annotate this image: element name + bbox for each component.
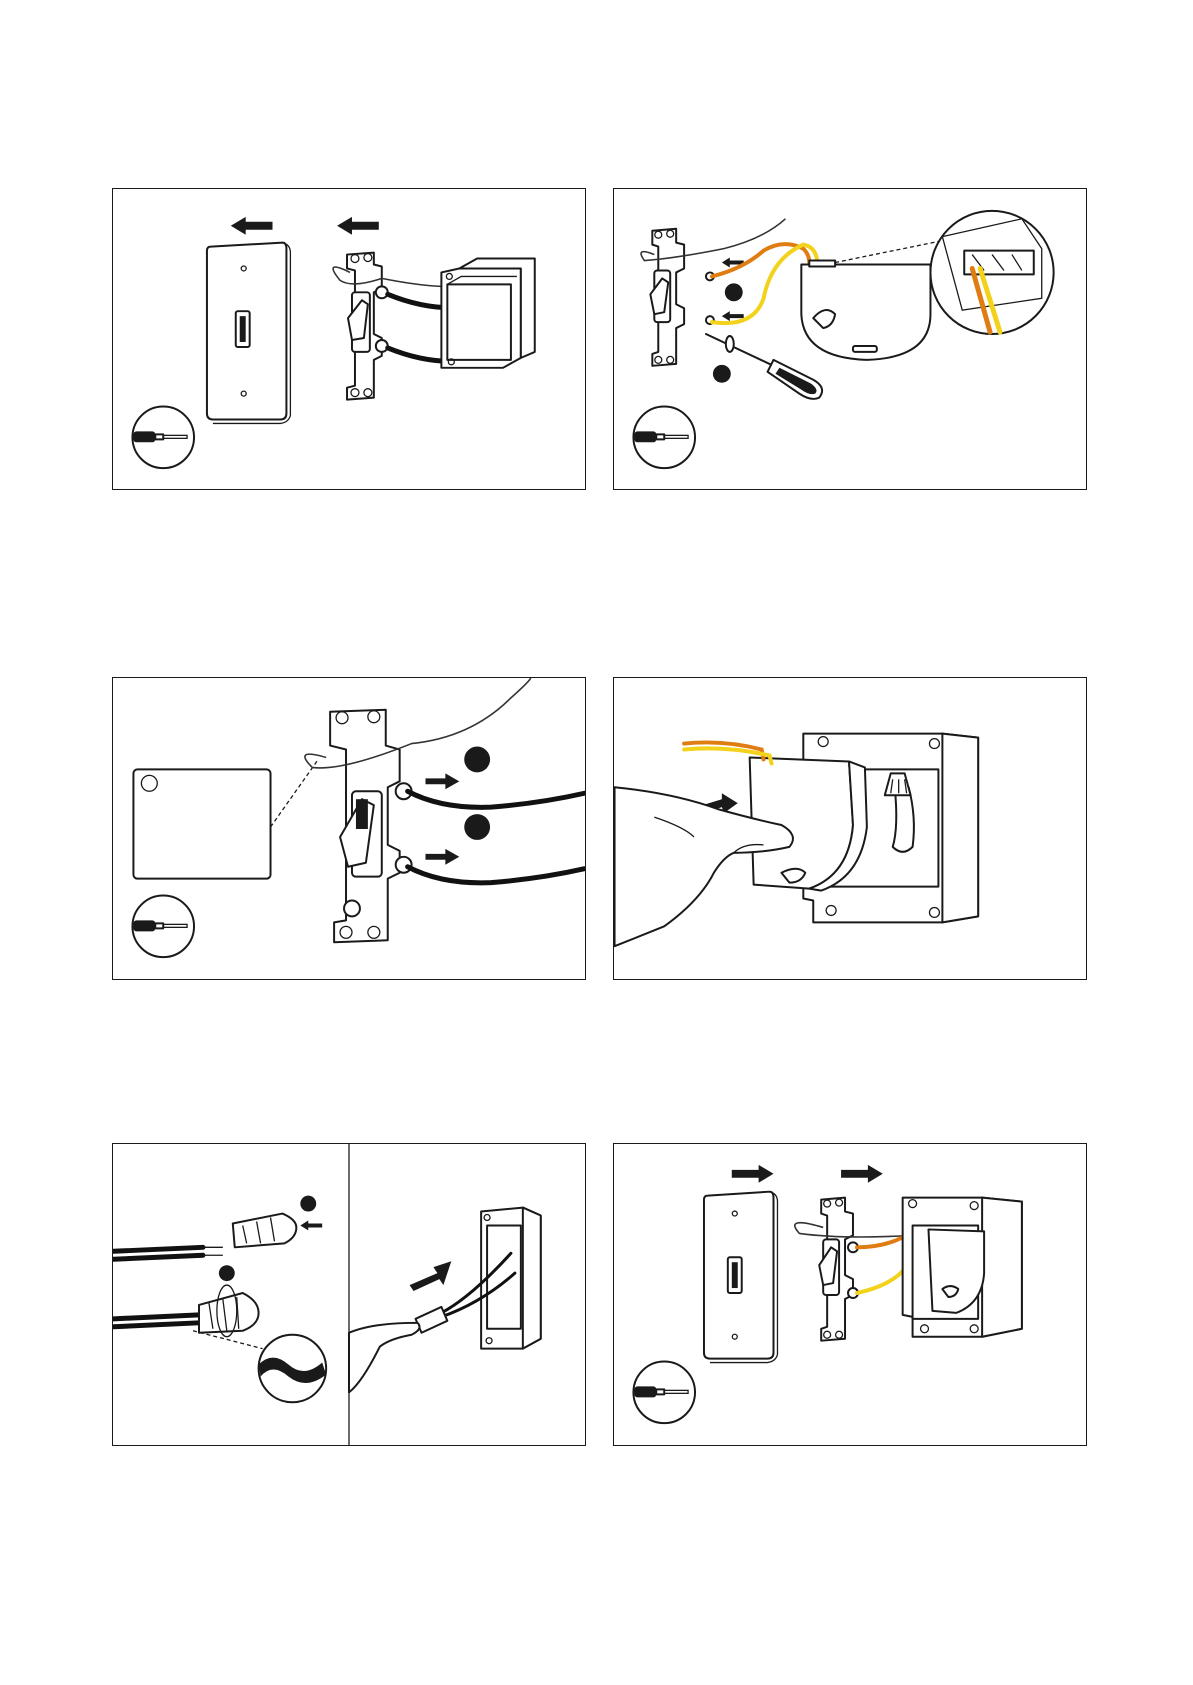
step-6-illustration	[614, 1144, 1086, 1445]
step-1-illustration	[113, 189, 585, 489]
arrow-left-icon	[300, 1220, 322, 1230]
wall-plate	[207, 243, 290, 424]
step-4-illustration	[614, 678, 1086, 979]
screwdriver-badge	[132, 896, 194, 958]
light-switch	[650, 229, 684, 366]
step-1-panel	[112, 188, 586, 490]
step-3-illustration	[113, 678, 585, 979]
twisted-wires-zoom	[259, 1335, 327, 1403]
arrow-left-icon	[337, 217, 379, 235]
smart-module	[801, 261, 930, 360]
step-dot-icon	[300, 1196, 316, 1212]
arrow-right-icon	[425, 773, 459, 789]
step-dot-icon	[219, 1265, 235, 1281]
step-5-illustration	[113, 1144, 585, 1445]
screwdriver-badge	[132, 407, 194, 469]
electrical-box	[903, 1198, 1022, 1337]
arrow-right-icon	[410, 1261, 452, 1291]
screwdriver-badge	[633, 407, 695, 469]
arrow-right-icon	[425, 849, 459, 865]
step-6-panel	[613, 1143, 1087, 1446]
hand	[349, 1323, 420, 1393]
step-4-panel	[613, 677, 1087, 980]
step-dot-icon	[725, 283, 743, 301]
step-dot-icon	[464, 814, 490, 840]
light-switch	[347, 253, 388, 400]
wire-nut	[416, 1307, 448, 1333]
light-switch	[330, 710, 411, 942]
step-dot-icon	[713, 365, 731, 383]
wall-plate	[704, 1192, 778, 1363]
arrow-left-icon	[231, 217, 273, 235]
step-2-panel	[613, 188, 1087, 490]
step-2-illustration	[614, 189, 1086, 489]
step-5-panel	[112, 1143, 586, 1446]
arrow-right-icon	[841, 1165, 883, 1183]
arrow-right-icon	[732, 1165, 774, 1183]
step-3-panel	[112, 677, 586, 980]
wire-nut	[233, 1214, 297, 1248]
screwdriver-badge	[633, 1362, 695, 1424]
wire-terminal-zoom	[930, 211, 1053, 334]
blank-label-card	[133, 769, 270, 878]
step-dot-icon	[464, 747, 490, 773]
electrical-box	[441, 259, 534, 368]
wire-nut	[199, 1285, 259, 1337]
light-switch	[819, 1198, 858, 1341]
